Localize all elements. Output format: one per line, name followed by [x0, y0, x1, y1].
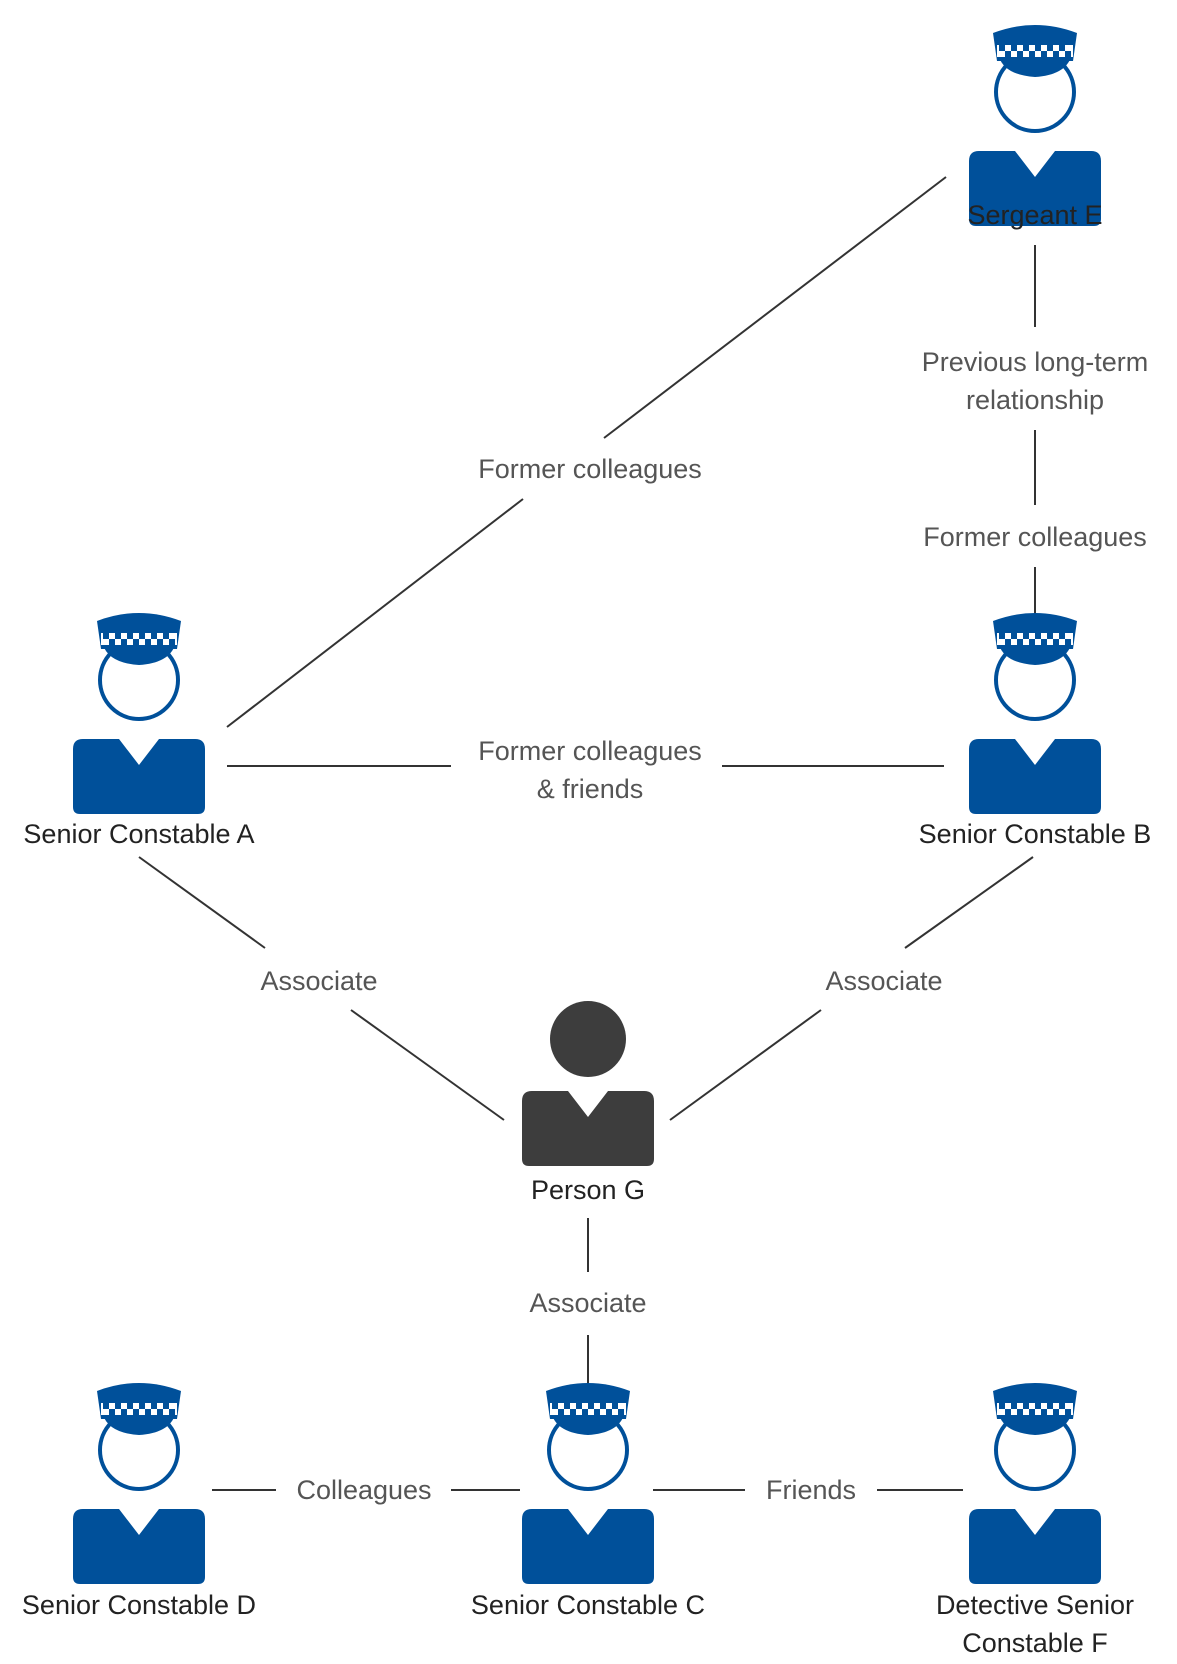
- edge-labels: Former colleagues Previous long-term rel…: [260, 347, 1148, 1505]
- node-label-detective-f-line1: Detective Senior: [936, 1590, 1134, 1620]
- edge-line-a-e-1: [603, 176, 947, 439]
- edge-label-d-c: Colleagues: [296, 1475, 431, 1505]
- edge-label-e-b-line2: relationship: [966, 385, 1104, 415]
- edge-line-a-g-1: [138, 856, 266, 949]
- edge-label-g-c: Associate: [529, 1288, 646, 1318]
- police-officer-icon: [967, 1381, 1103, 1586]
- edge-label-a-b-line2: & friends: [537, 774, 644, 804]
- edge-label-e-b-line3: Former colleagues: [923, 522, 1147, 552]
- node-person-g: Person G: [522, 1001, 654, 1205]
- police-officer-icon: [71, 1381, 207, 1586]
- edge-label-c-f: Friends: [766, 1475, 856, 1505]
- edge-label-b-g: Associate: [825, 966, 942, 996]
- node-label-constable-c: Senior Constable C: [471, 1590, 705, 1620]
- node-label-constable-a: Senior Constable A: [23, 819, 254, 849]
- edge-line-a-g-2: [350, 1009, 505, 1121]
- edge-line-b-g-2: [669, 1009, 822, 1121]
- node-label-detective-f-line2: Constable F: [962, 1628, 1108, 1658]
- node-constable-d: Senior Constable D: [22, 1381, 256, 1620]
- civilian-person-icon: [522, 1001, 654, 1166]
- node-sergeant-e: Sergeant E: [967, 23, 1103, 230]
- edge-label-a-g: Associate: [260, 966, 377, 996]
- node-label-constable-b: Senior Constable B: [919, 819, 1152, 849]
- edge-line-b-g-1: [904, 856, 1034, 949]
- police-officer-icon: [967, 611, 1103, 816]
- node-constable-b: Senior Constable B: [919, 611, 1152, 849]
- edge-label-e-b-line1: Previous long-term: [922, 347, 1149, 377]
- node-label-person-g: Person G: [531, 1175, 645, 1205]
- police-officer-icon: [520, 1381, 656, 1586]
- connection-lines: [138, 176, 1036, 1491]
- police-officer-icon: [71, 611, 207, 816]
- node-constable-c: Senior Constable C: [471, 1381, 705, 1620]
- node-detective-f: Detective Senior Constable F: [936, 1381, 1134, 1658]
- node-label-sergeant-e: Sergeant E: [967, 200, 1102, 230]
- edge-label-a-e: Former colleagues: [478, 454, 702, 484]
- edge-label-a-b-line1: Former colleagues: [478, 736, 702, 766]
- node-label-constable-d: Senior Constable D: [22, 1590, 256, 1620]
- node-constable-a: Senior Constable A: [23, 611, 255, 849]
- police-officer-icon: [967, 23, 1103, 228]
- edge-line-a-e-2: [226, 498, 524, 728]
